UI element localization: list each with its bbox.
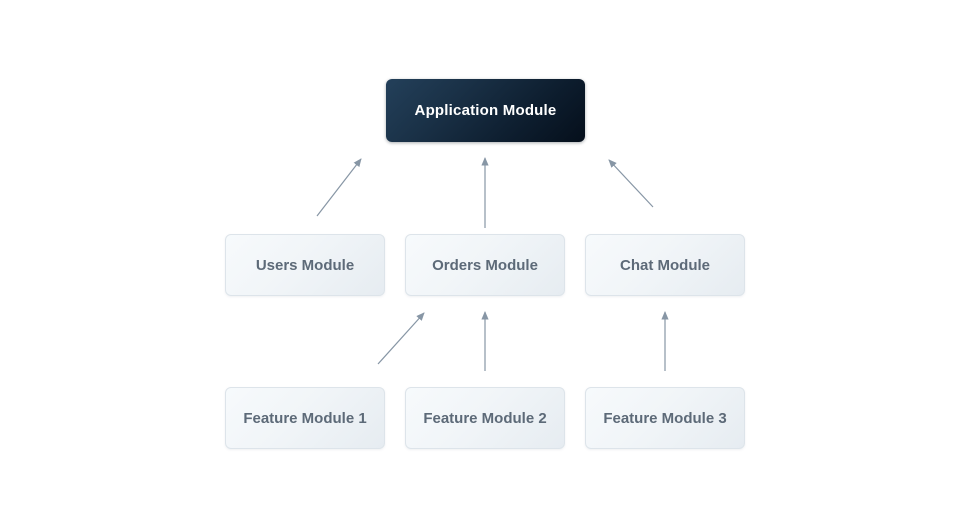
node-feature-module-1[interactable]: Feature Module 1 xyxy=(225,387,385,449)
node-label: Feature Module 2 xyxy=(423,409,547,427)
node-label: Application Module xyxy=(414,102,557,119)
node-label: Feature Module 1 xyxy=(243,409,367,427)
node-feature-module-3[interactable]: Feature Module 3 xyxy=(585,387,745,449)
node-users-module[interactable]: Users Module xyxy=(225,234,385,296)
node-orders-module[interactable]: Orders Module xyxy=(405,234,565,296)
node-label: Orders Module xyxy=(432,256,538,274)
edge-users-to-application xyxy=(316,158,362,217)
edge-chat-to-application xyxy=(608,159,654,208)
node-label: Feature Module 3 xyxy=(603,409,727,427)
node-chat-module[interactable]: Chat Module xyxy=(585,234,745,296)
node-label: Chat Module xyxy=(620,256,710,274)
edge-feature1-to-users xyxy=(377,312,425,365)
node-application-module[interactable]: Application Module xyxy=(386,79,585,142)
node-label: Users Module xyxy=(255,256,355,274)
node-feature-module-2[interactable]: Feature Module 2 xyxy=(405,387,565,449)
